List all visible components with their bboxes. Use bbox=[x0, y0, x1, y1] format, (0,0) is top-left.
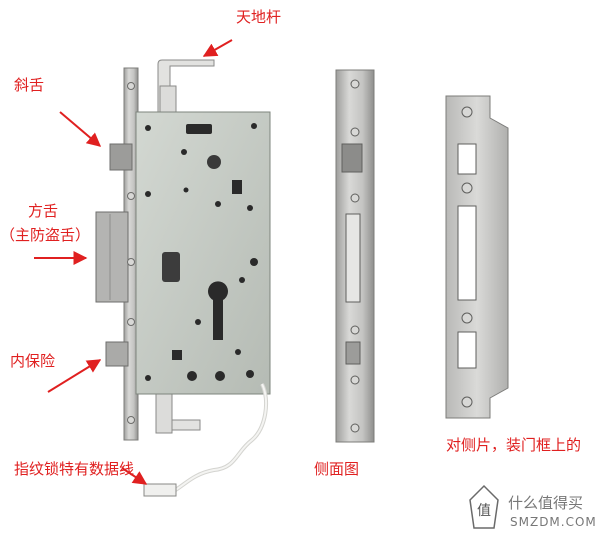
arrow-shujuxian bbox=[121, 467, 148, 485]
caption-side-view: 侧面图 bbox=[314, 460, 360, 478]
inner-safety-bolt bbox=[105, 341, 129, 367]
dead-bolt bbox=[95, 211, 129, 303]
side-latch bbox=[341, 143, 363, 173]
lower-rod-foot bbox=[171, 419, 201, 431]
watermark-text-cn: 什么值得买 bbox=[508, 494, 584, 512]
watermark-text-en: SMZDM.COM bbox=[510, 515, 597, 529]
data-wire bbox=[171, 383, 269, 494]
faceplate-screws bbox=[127, 82, 135, 424]
side-view bbox=[335, 69, 375, 443]
watermark-logo bbox=[469, 484, 499, 529]
strike-plate bbox=[445, 95, 509, 419]
latch-bolt bbox=[109, 143, 133, 171]
arrow-neibaoxian bbox=[47, 359, 102, 393]
strike-plate-body bbox=[445, 95, 509, 419]
arrow-tiandigan bbox=[202, 39, 233, 57]
cylinder-hole bbox=[208, 281, 228, 340]
side-screws bbox=[350, 79, 360, 433]
strike-safety-hole bbox=[457, 331, 477, 369]
label-neibaoxian: 内保险 bbox=[10, 352, 56, 370]
caption-strike-plate: 对侧片，装门框上的 bbox=[446, 436, 582, 454]
label-fangshe: 方舌 bbox=[28, 202, 59, 220]
strike-latch-hole bbox=[457, 143, 477, 175]
side-deadbolt-slot bbox=[345, 213, 361, 303]
lock-body bbox=[95, 59, 271, 497]
annotation-arrows bbox=[34, 39, 233, 485]
label-shujuxian: 指纹锁特有数据线 bbox=[14, 460, 135, 478]
wire-connector bbox=[143, 483, 177, 497]
strike-bolt-hole bbox=[457, 205, 477, 301]
plate-holes bbox=[145, 123, 258, 381]
strike-screws bbox=[461, 106, 473, 408]
side-safety bbox=[345, 341, 361, 365]
label-xieshe: 斜舌 bbox=[14, 76, 45, 94]
lock-case-plate bbox=[135, 111, 271, 395]
watermark-logo-char: 值 bbox=[477, 503, 491, 519]
label-fangshe-sub: （主防盗舌） bbox=[0, 226, 91, 244]
arrow-xieshe bbox=[59, 111, 102, 147]
label-tiandigan: 天地杆 bbox=[236, 8, 282, 26]
